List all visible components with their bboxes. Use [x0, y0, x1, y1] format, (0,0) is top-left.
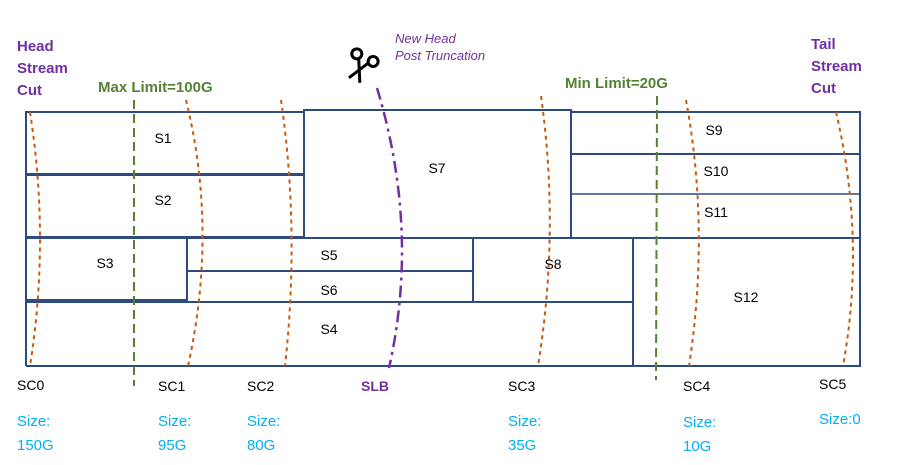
- size-label-sc0: Size: 150G: [17, 413, 54, 454]
- cut-curve-sc0: [29, 111, 41, 367]
- segment-label-s6: S6: [320, 282, 338, 298]
- segment-label-s9: S9: [705, 122, 723, 138]
- head-stream-cut-label: Head Stream Cut: [17, 38, 68, 99]
- segment-label-s3: S3: [96, 255, 114, 271]
- segment-label-s12: S12: [733, 289, 759, 305]
- segment-label-s10: S10: [703, 163, 729, 179]
- size-label-sc5: Size:0: [819, 411, 861, 428]
- min-limit-label: Min Limit=20G: [565, 75, 668, 92]
- cut-label-sc4: SC4: [683, 378, 711, 394]
- slb-curve: [375, 87, 404, 369]
- min-limit-line: [655, 95, 658, 381]
- scissors-icon: [348, 47, 380, 83]
- segment-label-s2: S2: [154, 192, 172, 208]
- segment-label-s1: S1: [154, 130, 172, 146]
- segment-label-s7: S7: [428, 160, 446, 176]
- size-label-sc1: Size: 95G: [158, 413, 192, 454]
- cut-label-sc3: SC3: [508, 378, 536, 394]
- size-label-sc2: Size: 80G: [247, 413, 281, 454]
- cut-curve-sc5: [835, 111, 854, 367]
- segment-label-s11: S11: [704, 204, 728, 220]
- cut-curve-sc4: [685, 99, 700, 367]
- segment-label-s8: S8: [544, 256, 562, 272]
- cut-label-sc5: SC5: [819, 376, 847, 392]
- size-label-sc4: Size: 10G: [683, 414, 717, 455]
- slb-label: SLB: [361, 378, 389, 394]
- max-limit-label: Max Limit=100G: [98, 79, 213, 96]
- tail-stream-cut-label: Tail Stream Cut: [811, 36, 862, 97]
- segment-label-s4: S4: [320, 321, 338, 337]
- segment-label-s5: S5: [320, 247, 338, 263]
- cut-label-sc1: SC1: [158, 378, 186, 394]
- cut-curve-sc3: [537, 95, 551, 367]
- cut-label-sc2: SC2: [247, 378, 275, 394]
- size-label-sc3: Size: 35G: [508, 413, 542, 454]
- new-head-label: New Head Post Truncation: [395, 31, 486, 63]
- cut-label-sc0: SC0: [17, 377, 45, 393]
- cut-curve-sc1: [185, 99, 204, 367]
- cut-curve-sc2: [280, 99, 293, 367]
